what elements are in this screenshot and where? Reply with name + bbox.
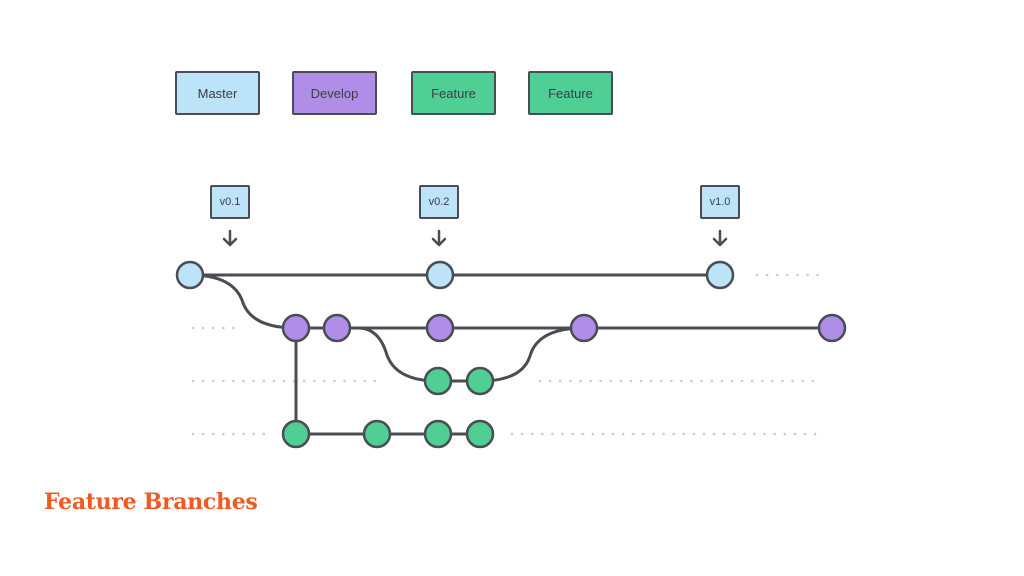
feature-1-merge-back bbox=[478, 326, 586, 383]
develop-commit bbox=[281, 313, 311, 343]
slide-caption: Feature Branches bbox=[44, 489, 258, 515]
legend-feature-2: Feature bbox=[528, 71, 613, 115]
develop-commit bbox=[817, 313, 847, 343]
develop-commit bbox=[425, 313, 455, 343]
feature-2-commit bbox=[281, 419, 311, 449]
tag-v0-1: v0.1 bbox=[210, 185, 250, 219]
feature-1-commit bbox=[465, 366, 495, 396]
tag-v1-0: v1.0 bbox=[700, 185, 740, 219]
master-commit-v10 bbox=[705, 260, 735, 290]
down-arrow-icon bbox=[222, 229, 238, 247]
feature-2-commit bbox=[465, 419, 495, 449]
tag-v0-2: v0.2 bbox=[419, 185, 459, 219]
feature-1-commit bbox=[423, 366, 453, 396]
down-arrow-icon bbox=[431, 229, 447, 247]
legend-develop: Develop bbox=[292, 71, 377, 115]
dotted-guide-lines bbox=[191, 273, 824, 436]
legend-master: Master bbox=[175, 71, 260, 115]
develop-commit bbox=[322, 313, 352, 343]
branch-lines bbox=[188, 273, 834, 436]
feature-1-branch-out bbox=[356, 326, 440, 383]
master-commit-v02 bbox=[425, 260, 455, 290]
feature-2-commit bbox=[362, 419, 392, 449]
develop-commit bbox=[569, 313, 599, 343]
master-commit-v01 bbox=[175, 260, 205, 290]
legend-feature-1: Feature bbox=[411, 71, 496, 115]
develop-branch-from-master bbox=[188, 273, 298, 330]
feature-2-commit bbox=[423, 419, 453, 449]
down-arrow-icon bbox=[712, 229, 728, 247]
